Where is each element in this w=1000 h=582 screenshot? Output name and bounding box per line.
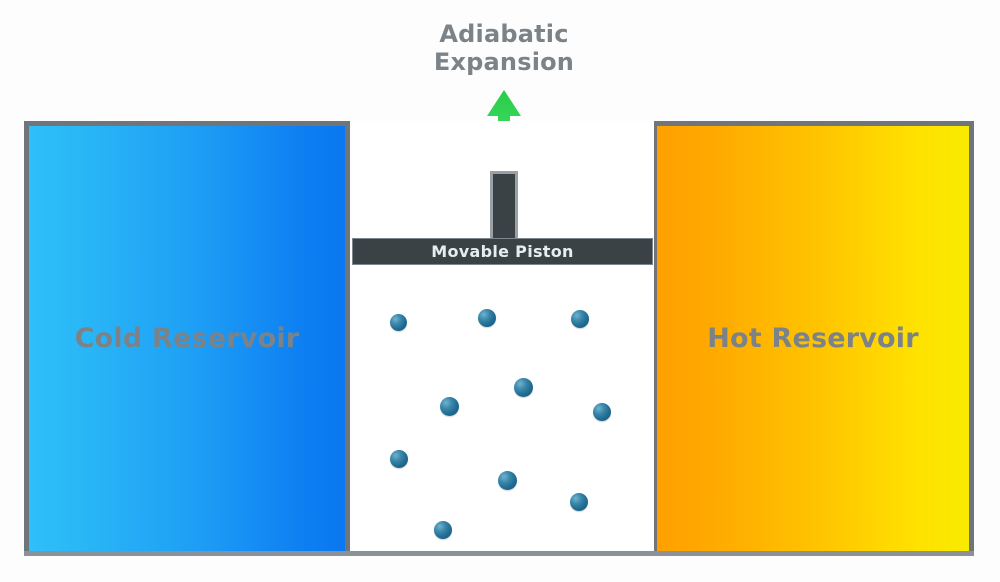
movable-piston-label: Movable Piston [431,242,574,261]
gas-particle [498,471,517,490]
cold-reservoir-label: Cold Reservoir [74,323,300,354]
gas-particle [390,450,408,468]
gas-particle [571,310,589,328]
title-line-2: Expansion [433,48,575,77]
gas-particle [390,314,407,331]
movable-piston[interactable]: Movable Piston [352,238,653,265]
title-line-1: Adiabatic [439,20,569,48]
chamber-floor [24,551,974,556]
gas-particle [440,397,459,416]
gas-particle [593,403,611,421]
cold-reservoir: Cold Reservoir [24,121,350,556]
gas-particle [570,493,588,511]
piston-rod [490,171,518,241]
gas-particle [434,521,452,539]
gas-particle [478,309,496,327]
gas-particle [514,378,533,397]
hot-reservoir-label: Hot Reservoir [707,323,919,354]
hot-reservoir: Hot Reservoir [652,121,974,556]
diagram-title: Adiabatic Expansion [380,20,628,77]
